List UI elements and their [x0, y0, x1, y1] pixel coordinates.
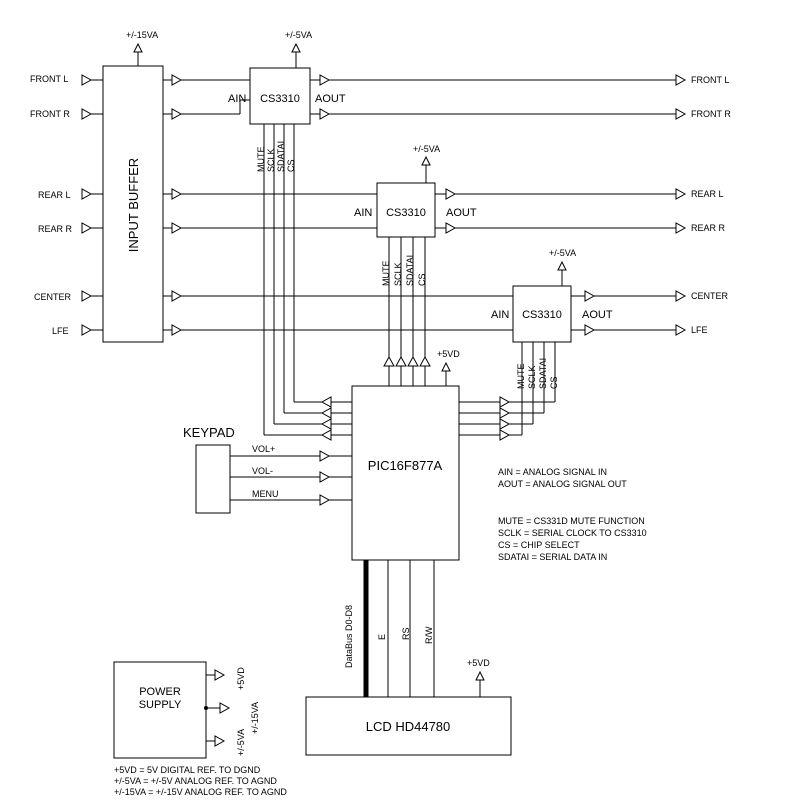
legend-line: AOUT = ANALOG SIGNAL OUT — [498, 479, 627, 489]
legend-line: AIN = ANALOG SIGNAL IN — [498, 467, 607, 477]
chip-name: CS3310 — [260, 93, 300, 105]
pin-label: CS — [417, 273, 427, 286]
pin-label: MUTE — [516, 364, 526, 390]
output-labels: FRONT L FRONT R REAR L REAR R CENTER LFE — [691, 75, 731, 335]
bus-label: E — [377, 634, 387, 640]
ain-label: AIN — [491, 309, 509, 321]
legend: AIN = ANALOG SIGNAL IN AOUT = ANALOG SIG… — [498, 467, 647, 562]
cs3310-rear: CS3310 AIN AOUT +/-5VA — [354, 144, 477, 238]
output-label: FRONT R — [691, 109, 731, 119]
legend-line: CS = CHIP SELECT — [498, 540, 580, 550]
ain-label: AIN — [354, 207, 372, 219]
output-label: FRONT L — [691, 75, 729, 85]
lcd-supply-label: +5VD — [467, 658, 490, 668]
pin-label: SCLK — [527, 365, 537, 389]
supply-label: +/-5VA — [285, 30, 312, 40]
pin-label: MUTE — [381, 261, 391, 287]
output-label: REAR L — [691, 189, 724, 199]
lcd-name: LCD HD44780 — [366, 719, 451, 734]
rail-label: +/-15VA — [250, 702, 260, 734]
buffer-supply-label: +/-15VA — [126, 30, 158, 40]
pin-label: CS — [549, 376, 559, 389]
pin-label: SDATAI — [276, 141, 286, 172]
bus-label: RS — [401, 627, 411, 640]
power-title-2: SUPPLY — [139, 699, 182, 711]
supply-label: +/-5VA — [413, 144, 440, 154]
input-arrows — [81, 74, 103, 336]
center-outputs — [571, 290, 676, 336]
input-label: FRONT L — [30, 74, 68, 84]
legend-line: SDATAI = SERIAL DATA IN — [498, 552, 607, 562]
chip1-control-bus: MUTE SCLK SDATAI CS — [256, 124, 352, 441]
legend-line: MUTE = CS331D MUTE FUNCTION — [498, 516, 645, 526]
rail-label: +/-5VA — [236, 729, 246, 756]
power-note: +/-15VA = +/-15V ANALOG REF. TO AGND — [114, 787, 287, 797]
input-label: CENTER — [34, 292, 72, 302]
mcu-supply-label: +5VD — [437, 349, 460, 359]
power-note: +/-5VA = +/-5V ANALOG REF. TO AGND — [114, 776, 277, 786]
key-label: MENU — [252, 489, 279, 499]
key-label: VOL- — [252, 466, 273, 476]
lcd-hd44780: LCD HD44780 +5VD — [305, 658, 512, 756]
rail-label: +5VD — [236, 667, 246, 690]
pin-label: SDATAI — [538, 358, 548, 389]
aout-label: AOUT — [446, 207, 477, 219]
bus-label: R/W — [424, 626, 434, 644]
input-label: LFE — [52, 326, 69, 336]
chip3-control-bus: MUTE SCLK SDATAI CS — [459, 342, 559, 441]
pin-label: SCLK — [393, 262, 403, 286]
keypad-title: KEYPAD — [183, 425, 235, 440]
front-outputs — [310, 74, 676, 120]
power-title-1: POWER — [139, 686, 181, 698]
power-note: +5VD = 5V DIGITAL REF. TO DGND — [114, 765, 261, 775]
output-label: REAR R — [691, 223, 726, 233]
input-label: REAR L — [38, 190, 71, 200]
pin-label: SCLK — [266, 148, 276, 172]
input-labels: FRONT L FRONT R REAR L REAR R CENTER LFE — [30, 74, 73, 336]
bus-label: DataBus D0-D8 — [344, 605, 354, 668]
power-supply: POWER SUPPLY +5VD +/-15VA +/-5VA — [113, 661, 260, 759]
rear-outputs — [435, 188, 676, 234]
pin-label: MUTE — [256, 147, 266, 173]
mcu-name: PIC16F877A — [368, 458, 443, 473]
chip2-control-bus: MUTE SCLK SDATAI CS — [381, 237, 431, 386]
output-label: CENTER — [691, 291, 729, 301]
legend-line: SCLK = SERIAL CLOCK TO CS3310 — [498, 528, 647, 538]
pin-label: SDATAI — [405, 255, 415, 286]
output-label: LFE — [691, 325, 708, 335]
cs3310-center: CS3310 AIN AOUT +/-5VA — [491, 248, 613, 343]
power-notes: +5VD = 5V DIGITAL REF. TO DGND +/-5VA = … — [114, 765, 287, 797]
aout-label: AOUT — [582, 309, 613, 321]
mcu-pic16f877a: PIC16F877A +5VD — [351, 349, 460, 561]
aout-label: AOUT — [315, 93, 346, 105]
input-buffer-label: INPUT BUFFER — [126, 158, 141, 252]
chip-name: CS3310 — [522, 309, 562, 321]
keypad: KEYPAD VOL+ VOL- MENU — [183, 425, 352, 514]
output-arrows — [675, 74, 687, 336]
input-label: FRONT R — [30, 109, 70, 119]
input-buffer: INPUT BUFFER +/-15VA — [102, 30, 164, 343]
analog-lines — [163, 74, 513, 336]
cs3310-front: CS3310 AIN AOUT +/-5VA — [228, 30, 346, 125]
key-label: VOL+ — [252, 444, 275, 454]
supply-label: +/-5VA — [549, 248, 576, 258]
lcd-bus: DataBus D0-D8 E RS R/W — [344, 560, 435, 697]
chip-name: CS3310 — [386, 207, 426, 219]
ain-label: AIN — [228, 93, 246, 105]
input-label: REAR R — [38, 224, 73, 234]
pin-label: CS — [286, 159, 296, 172]
